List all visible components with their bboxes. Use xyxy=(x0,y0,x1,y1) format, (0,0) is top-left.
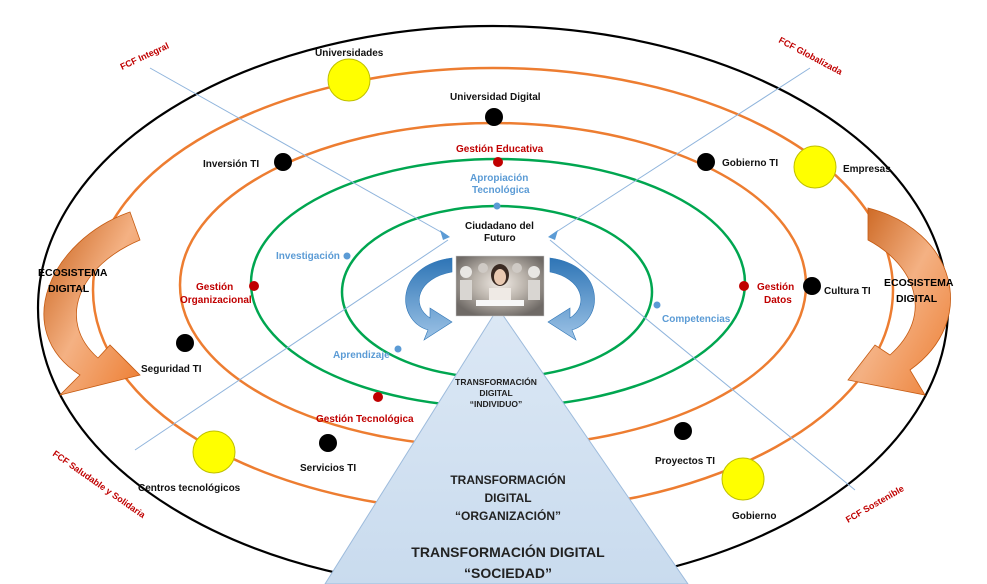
pyramid-individuo-line3: “INDIVIDUO” xyxy=(470,399,522,409)
label-apropiacion-2: Tecnológica xyxy=(472,185,530,196)
ecosystem-arrow-left xyxy=(43,211,141,396)
ecosistema-right-line1: ECOSISTEMA xyxy=(884,277,954,289)
guide-arrowhead-left xyxy=(440,230,450,240)
label-gestion-datos-2: Datos xyxy=(764,295,792,306)
fcf-saludable-label: FCF Saludable y Solidaria xyxy=(51,448,148,520)
pyramid-organizacion-line2: DIGITAL xyxy=(484,491,531,505)
ecosistema-left-line1: ECOSISTEMA xyxy=(38,267,108,279)
label-gobierno: Gobierno xyxy=(732,511,776,522)
pyramid-sociedad-line2: “SOCIEDAD” xyxy=(464,565,552,581)
ecosistema-right-line2: DIGITAL xyxy=(896,293,938,305)
label-seguridad-ti: Seguridad TI xyxy=(141,364,202,375)
ecosistema-left-line2: DIGITAL xyxy=(48,283,90,295)
label-investigacion: Investigación xyxy=(276,251,340,262)
node-universidad-digital xyxy=(485,108,503,126)
label-ciudadano-1: Ciudadano del xyxy=(465,221,534,232)
label-servicios-ti: Servicios TI xyxy=(300,463,356,474)
node-competencias xyxy=(653,301,661,309)
transformation-pyramid xyxy=(324,307,689,584)
label-inversion-ti: Inversión TI xyxy=(203,159,259,170)
label-universidad-digital: Universidad Digital xyxy=(450,92,541,103)
node-gestion-educativa xyxy=(493,157,503,167)
label-ciudadano-2: Futuro xyxy=(484,233,516,244)
node-centros xyxy=(192,430,236,474)
label-centros: Centros tecnológicos xyxy=(138,483,241,494)
label-universidades: Universidades xyxy=(315,48,384,59)
node-empresas xyxy=(793,145,837,189)
label-gestion-tecnologica: Gestión Tecnológica xyxy=(316,414,414,425)
pyramid-sociedad-line1: TRANSFORMACIÓN DIGITAL xyxy=(411,543,605,560)
pyramid-individuo-line2: DIGITAL xyxy=(479,388,512,398)
node-aprendizaje xyxy=(394,345,402,353)
guide-arrowhead-right xyxy=(548,230,558,240)
fcf-integral-label: FCF Integral xyxy=(119,41,171,72)
pyramid-organizacion-line1: TRANSFORMACIÓN xyxy=(450,472,565,487)
fcf-sostenible-label: FCF Sostenible xyxy=(844,483,906,524)
ecosystem-arrow-right xyxy=(847,207,951,396)
label-empresas: Empresas xyxy=(843,164,891,175)
label-gestion-datos-1: Gestión xyxy=(757,282,794,293)
label-gestion-educativa: Gestión Educativa xyxy=(456,144,544,155)
pyramid-individuo-line1: TRANSFORMACIÓN xyxy=(455,376,537,387)
swirl-arrow-left xyxy=(405,257,453,341)
node-servicios-ti xyxy=(319,434,337,452)
node-proyectos-ti xyxy=(674,422,692,440)
pyramid-organizacion-line3: “ORGANIZACIÓN” xyxy=(455,508,561,523)
label-gestion-organizacional-2: Organizacional xyxy=(180,295,252,306)
node-gobierno-ti xyxy=(697,153,715,171)
node-gestion-organizacional xyxy=(249,281,259,291)
center-citizen-image xyxy=(455,255,545,317)
label-cultura-ti: Cultura TI xyxy=(824,286,871,297)
label-competencias: Competencias xyxy=(662,314,731,325)
node-cultura-ti xyxy=(803,277,821,295)
node-universidades xyxy=(327,58,371,102)
node-gobierno xyxy=(721,457,765,501)
fcf-globalizada-label: FCF Globalizada xyxy=(777,35,845,77)
node-apropiacion xyxy=(493,202,501,210)
label-aprendizaje: Aprendizaje xyxy=(333,350,390,361)
label-gestion-organizacional-1: Gestión xyxy=(196,282,233,293)
label-apropiacion-1: Apropiación xyxy=(470,173,528,184)
node-investigacion xyxy=(343,252,351,260)
label-gobierno-ti: Gobierno TI xyxy=(722,158,778,169)
node-seguridad-ti xyxy=(176,334,194,352)
swirl-arrow-right xyxy=(547,257,595,341)
node-inversion-ti xyxy=(274,153,292,171)
label-proyectos-ti: Proyectos TI xyxy=(655,456,715,467)
node-gestion-datos xyxy=(739,281,749,291)
fcf-guide-lines xyxy=(134,67,856,491)
node-gestion-tecnologica xyxy=(373,392,383,402)
